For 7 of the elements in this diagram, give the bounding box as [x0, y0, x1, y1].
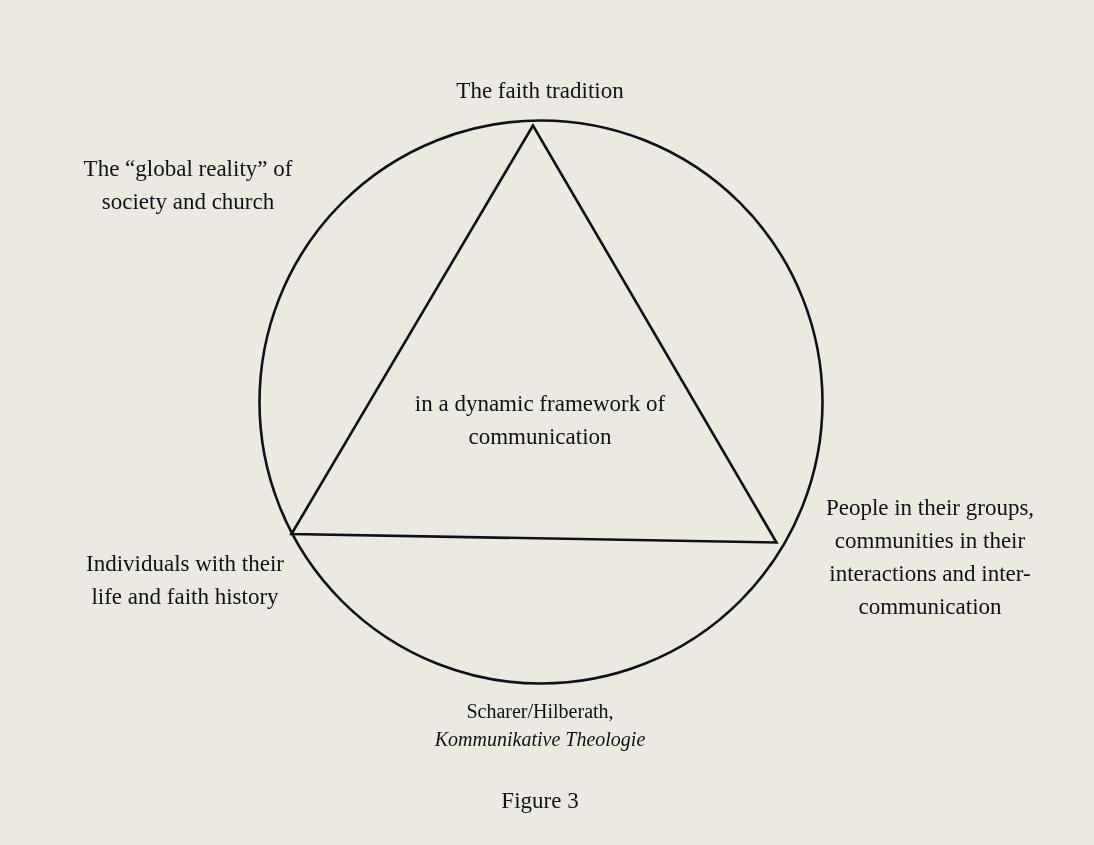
vertex-label: People in their groups, communities in their interactions and inter-communication — [824, 494, 1036, 621]
vertex-label: The faith tradition — [455, 77, 625, 105]
citation-text: Scharer/Hilberath, Kommunikative Theologie — [433, 699, 647, 753]
figure-caption: Figure 3 — [500, 787, 580, 815]
vertex-label: Individuals with their life and faith history — [85, 550, 285, 611]
center-text: in a dynamic framework of communication — [413, 390, 667, 451]
heading-text: The “global reality” of society and church — [82, 155, 294, 216]
